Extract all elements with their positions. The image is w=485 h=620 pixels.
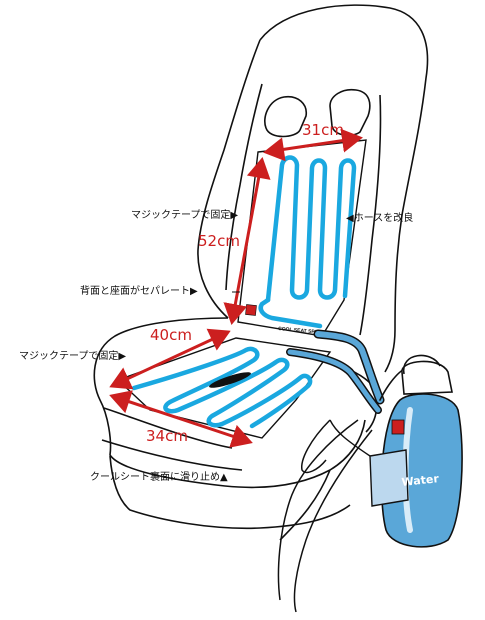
back-pad-text: COOL SEAT SPEC-R <box>278 326 328 336</box>
dim-back-width: 31cm <box>302 121 344 139</box>
back-cool-pad <box>237 139 367 337</box>
dimension-arrows <box>109 128 363 448</box>
bottle-label-badge <box>391 419 405 435</box>
label-nonslip: クールシート裏面に滑り止め▲ <box>90 472 228 483</box>
dim-seat-width: 34cm <box>146 427 188 445</box>
arrow-back-width <box>263 128 363 162</box>
arrow-seat-width <box>109 390 253 448</box>
label-velcro-back: マジックテープで固定▶ <box>131 210 239 221</box>
label-separate: 背面と座面がセパレート▶ <box>80 286 198 297</box>
label-velcro-seat: マジックテープで固定▶ <box>19 351 127 362</box>
seat-tube <box>131 346 313 429</box>
arrow-seat-depth <box>109 328 231 390</box>
dim-seat-depth: 40cm <box>150 326 192 344</box>
arrow-back-height <box>223 157 271 325</box>
dim-back-height: 52cm <box>198 232 240 250</box>
coolant-hose <box>286 329 409 414</box>
label-hose-improved: ◀ホースを改良 <box>346 213 414 224</box>
bottle-text: Water <box>401 472 440 489</box>
bottle-strap <box>277 419 373 613</box>
water-bottle <box>329 354 463 548</box>
back-pad-logo <box>245 304 257 316</box>
